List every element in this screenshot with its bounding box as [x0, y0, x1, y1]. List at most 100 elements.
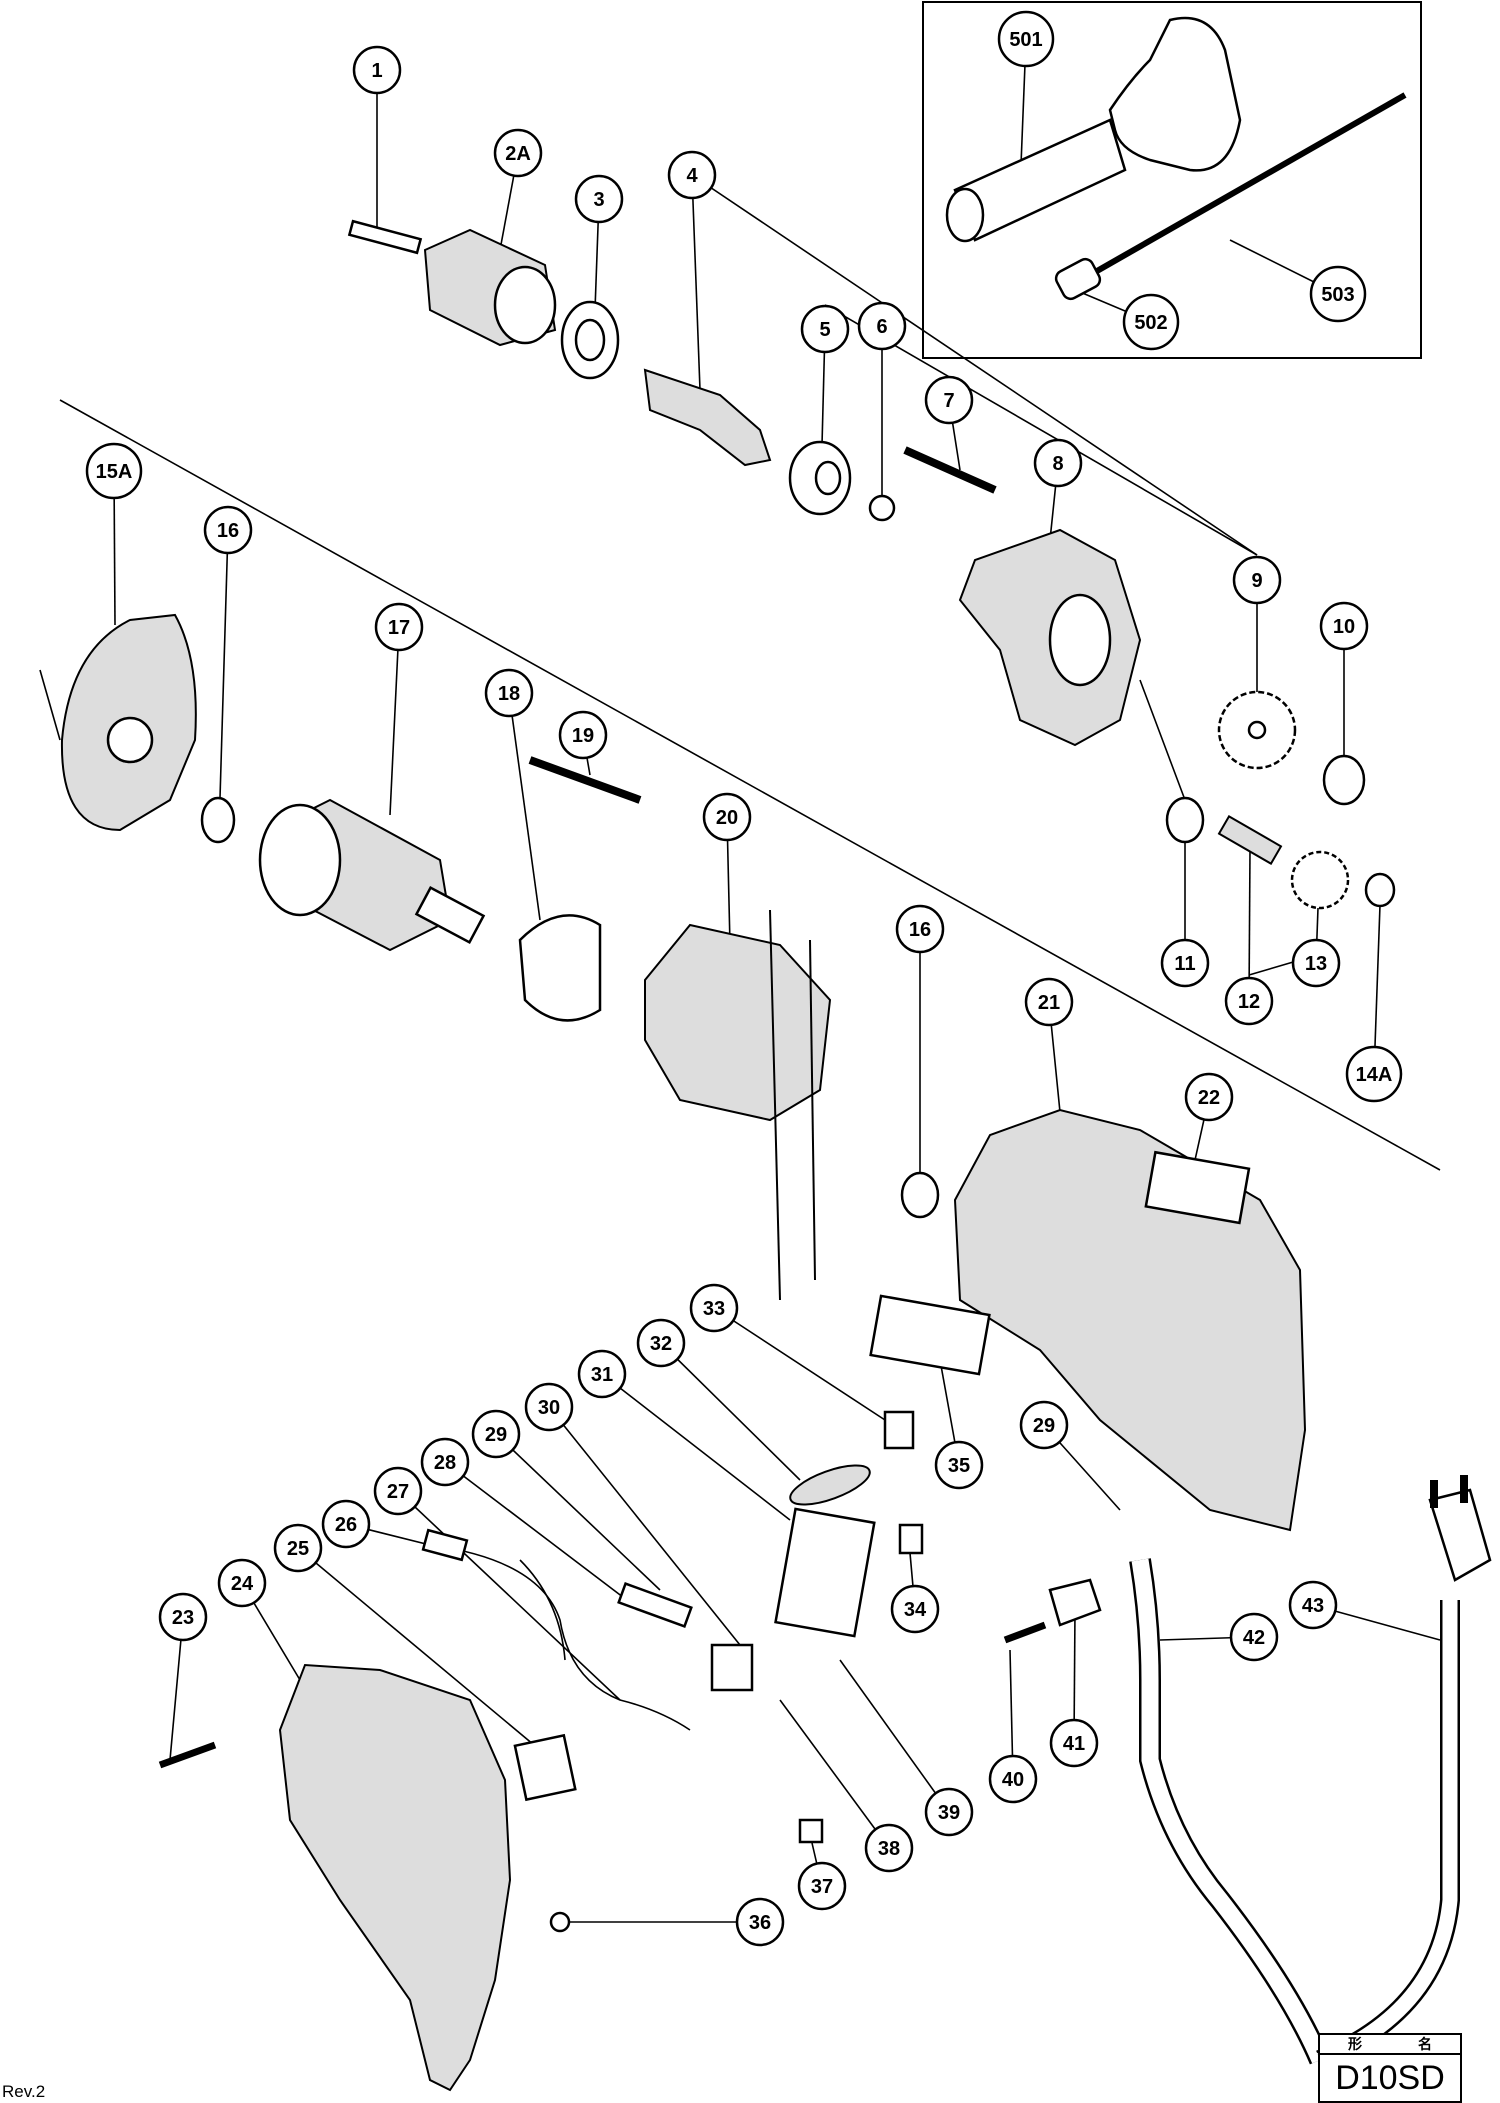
callout-circle — [1049, 1718, 1099, 1768]
leader-line-25 — [297, 1547, 541, 1751]
callout-circle — [1184, 1072, 1234, 1122]
cord-clip-part — [1048, 1578, 1102, 1627]
callout-circle — [374, 602, 424, 652]
callout-circle — [321, 1499, 371, 1549]
callout-number: 21 — [1038, 992, 1060, 1014]
callout-10: 10 — [1319, 601, 1369, 651]
callout-37: 37 — [797, 1861, 847, 1911]
callout-19: 19 — [558, 710, 608, 760]
depth-gauge-part — [1054, 92, 1407, 301]
callout-number: 32 — [650, 1333, 672, 1355]
callout-circle — [273, 1523, 323, 1573]
callout-circle — [800, 304, 850, 354]
leader-line-28 — [444, 1461, 641, 1611]
noise-suppressor-part — [617, 1582, 693, 1628]
callout-circle — [558, 710, 608, 760]
callout-number: 13 — [1305, 953, 1327, 975]
callout-27: 27 — [373, 1466, 423, 1516]
callout-number: 38 — [878, 1838, 900, 1860]
callout-29: 29 — [471, 1409, 521, 1459]
stator-part — [644, 923, 832, 1122]
spindle-part — [643, 368, 772, 467]
callout-16: 16 — [203, 505, 253, 555]
callout-number: 43 — [1302, 1595, 1324, 1617]
label-22-part — [1144, 1150, 1251, 1225]
callout-circle — [373, 1466, 423, 1516]
chuck-screw-part — [347, 219, 423, 255]
callout-number: 24 — [231, 1573, 254, 1595]
callout-28: 28 — [420, 1437, 470, 1487]
callout-circle — [1291, 938, 1341, 988]
leader-line-33 — [713, 1307, 886, 1421]
callout-circle — [1024, 977, 1074, 1027]
callout-circle — [735, 1897, 785, 1947]
callout-number: 27 — [387, 1481, 409, 1503]
callout-number: 11 — [1174, 953, 1195, 975]
callout-number: 10 — [1333, 616, 1355, 638]
callout-13: 13 — [1291, 938, 1341, 988]
leader-line-38 — [779, 1699, 890, 1849]
leader-line-29 — [495, 1433, 661, 1591]
callout-number: 2A — [505, 143, 531, 165]
accessory-inset-frame — [922, 1, 1422, 359]
callout-number: 28 — [434, 1452, 456, 1474]
callout-number: 12 — [1238, 991, 1260, 1013]
revision-label: Rev.2 — [2, 2082, 46, 2101]
callout-12: 12 — [1224, 976, 1274, 1026]
callout-30: 30 — [524, 1382, 574, 1432]
callout-circle — [636, 1318, 686, 1368]
callout-number: 35 — [948, 1455, 970, 1477]
callout-number: 36 — [749, 1912, 771, 1934]
washer-10-part — [1322, 754, 1366, 806]
callout-number: 23 — [172, 1607, 194, 1629]
callout-25: 25 — [273, 1523, 323, 1573]
name-plate-25-part — [513, 1733, 577, 1802]
leader-line-30 — [548, 1406, 741, 1646]
callout-circle — [667, 150, 717, 200]
callout-6: 6 — [857, 301, 907, 351]
callout-number: 16 — [909, 919, 931, 941]
callout-circle — [1309, 265, 1367, 323]
callout-503: 503 — [1309, 265, 1367, 323]
callout-number: 16 — [217, 520, 239, 542]
callout-number: 15A — [96, 461, 133, 483]
switch-part — [774, 1507, 876, 1638]
callout-number: 9 — [1251, 570, 1262, 592]
handle-cover-part — [278, 1663, 512, 2092]
assembly-line — [1248, 959, 1301, 976]
callout-502: 502 — [1122, 293, 1180, 351]
housing-21-part — [953, 1108, 1307, 1532]
assembly-line — [1139, 679, 1186, 801]
callout-35: 35 — [934, 1440, 984, 1490]
power-cord-part — [1129, 1475, 1492, 2070]
screw-23-part — [158, 1741, 217, 1769]
assembly-line — [39, 669, 61, 741]
model-header-left: 形 — [1348, 2036, 1362, 2052]
callout-41: 41 — [1049, 1718, 1099, 1768]
callout-circle — [574, 174, 624, 224]
callout-circle — [524, 1382, 574, 1432]
callout-circle — [1160, 938, 1210, 988]
callout-circle — [1122, 293, 1180, 351]
callout-number: 501 — [1009, 29, 1042, 51]
assembly-line — [824, 304, 1258, 556]
callout-17: 17 — [374, 602, 424, 652]
callout-14A: 14A — [1345, 1045, 1403, 1103]
callout-number: 40 — [1002, 1769, 1024, 1791]
callout-circle — [1229, 1612, 1279, 1662]
model-header-right: 名 — [1418, 2036, 1432, 2052]
callout-number: 3 — [593, 189, 604, 211]
leader-line-39 — [839, 1659, 950, 1813]
callout-number: 39 — [938, 1802, 960, 1824]
callout-number: 1 — [371, 60, 382, 82]
callout-number: 17 — [388, 617, 410, 639]
callout-39: 39 — [924, 1787, 974, 1837]
lever-32-part — [789, 1464, 871, 1506]
callout-3: 3 — [574, 174, 624, 224]
tube-part — [421, 1528, 469, 1562]
callout-number: 26 — [335, 1514, 357, 1536]
callout-number: 31 — [591, 1364, 613, 1386]
callout-number: 20 — [716, 807, 738, 829]
